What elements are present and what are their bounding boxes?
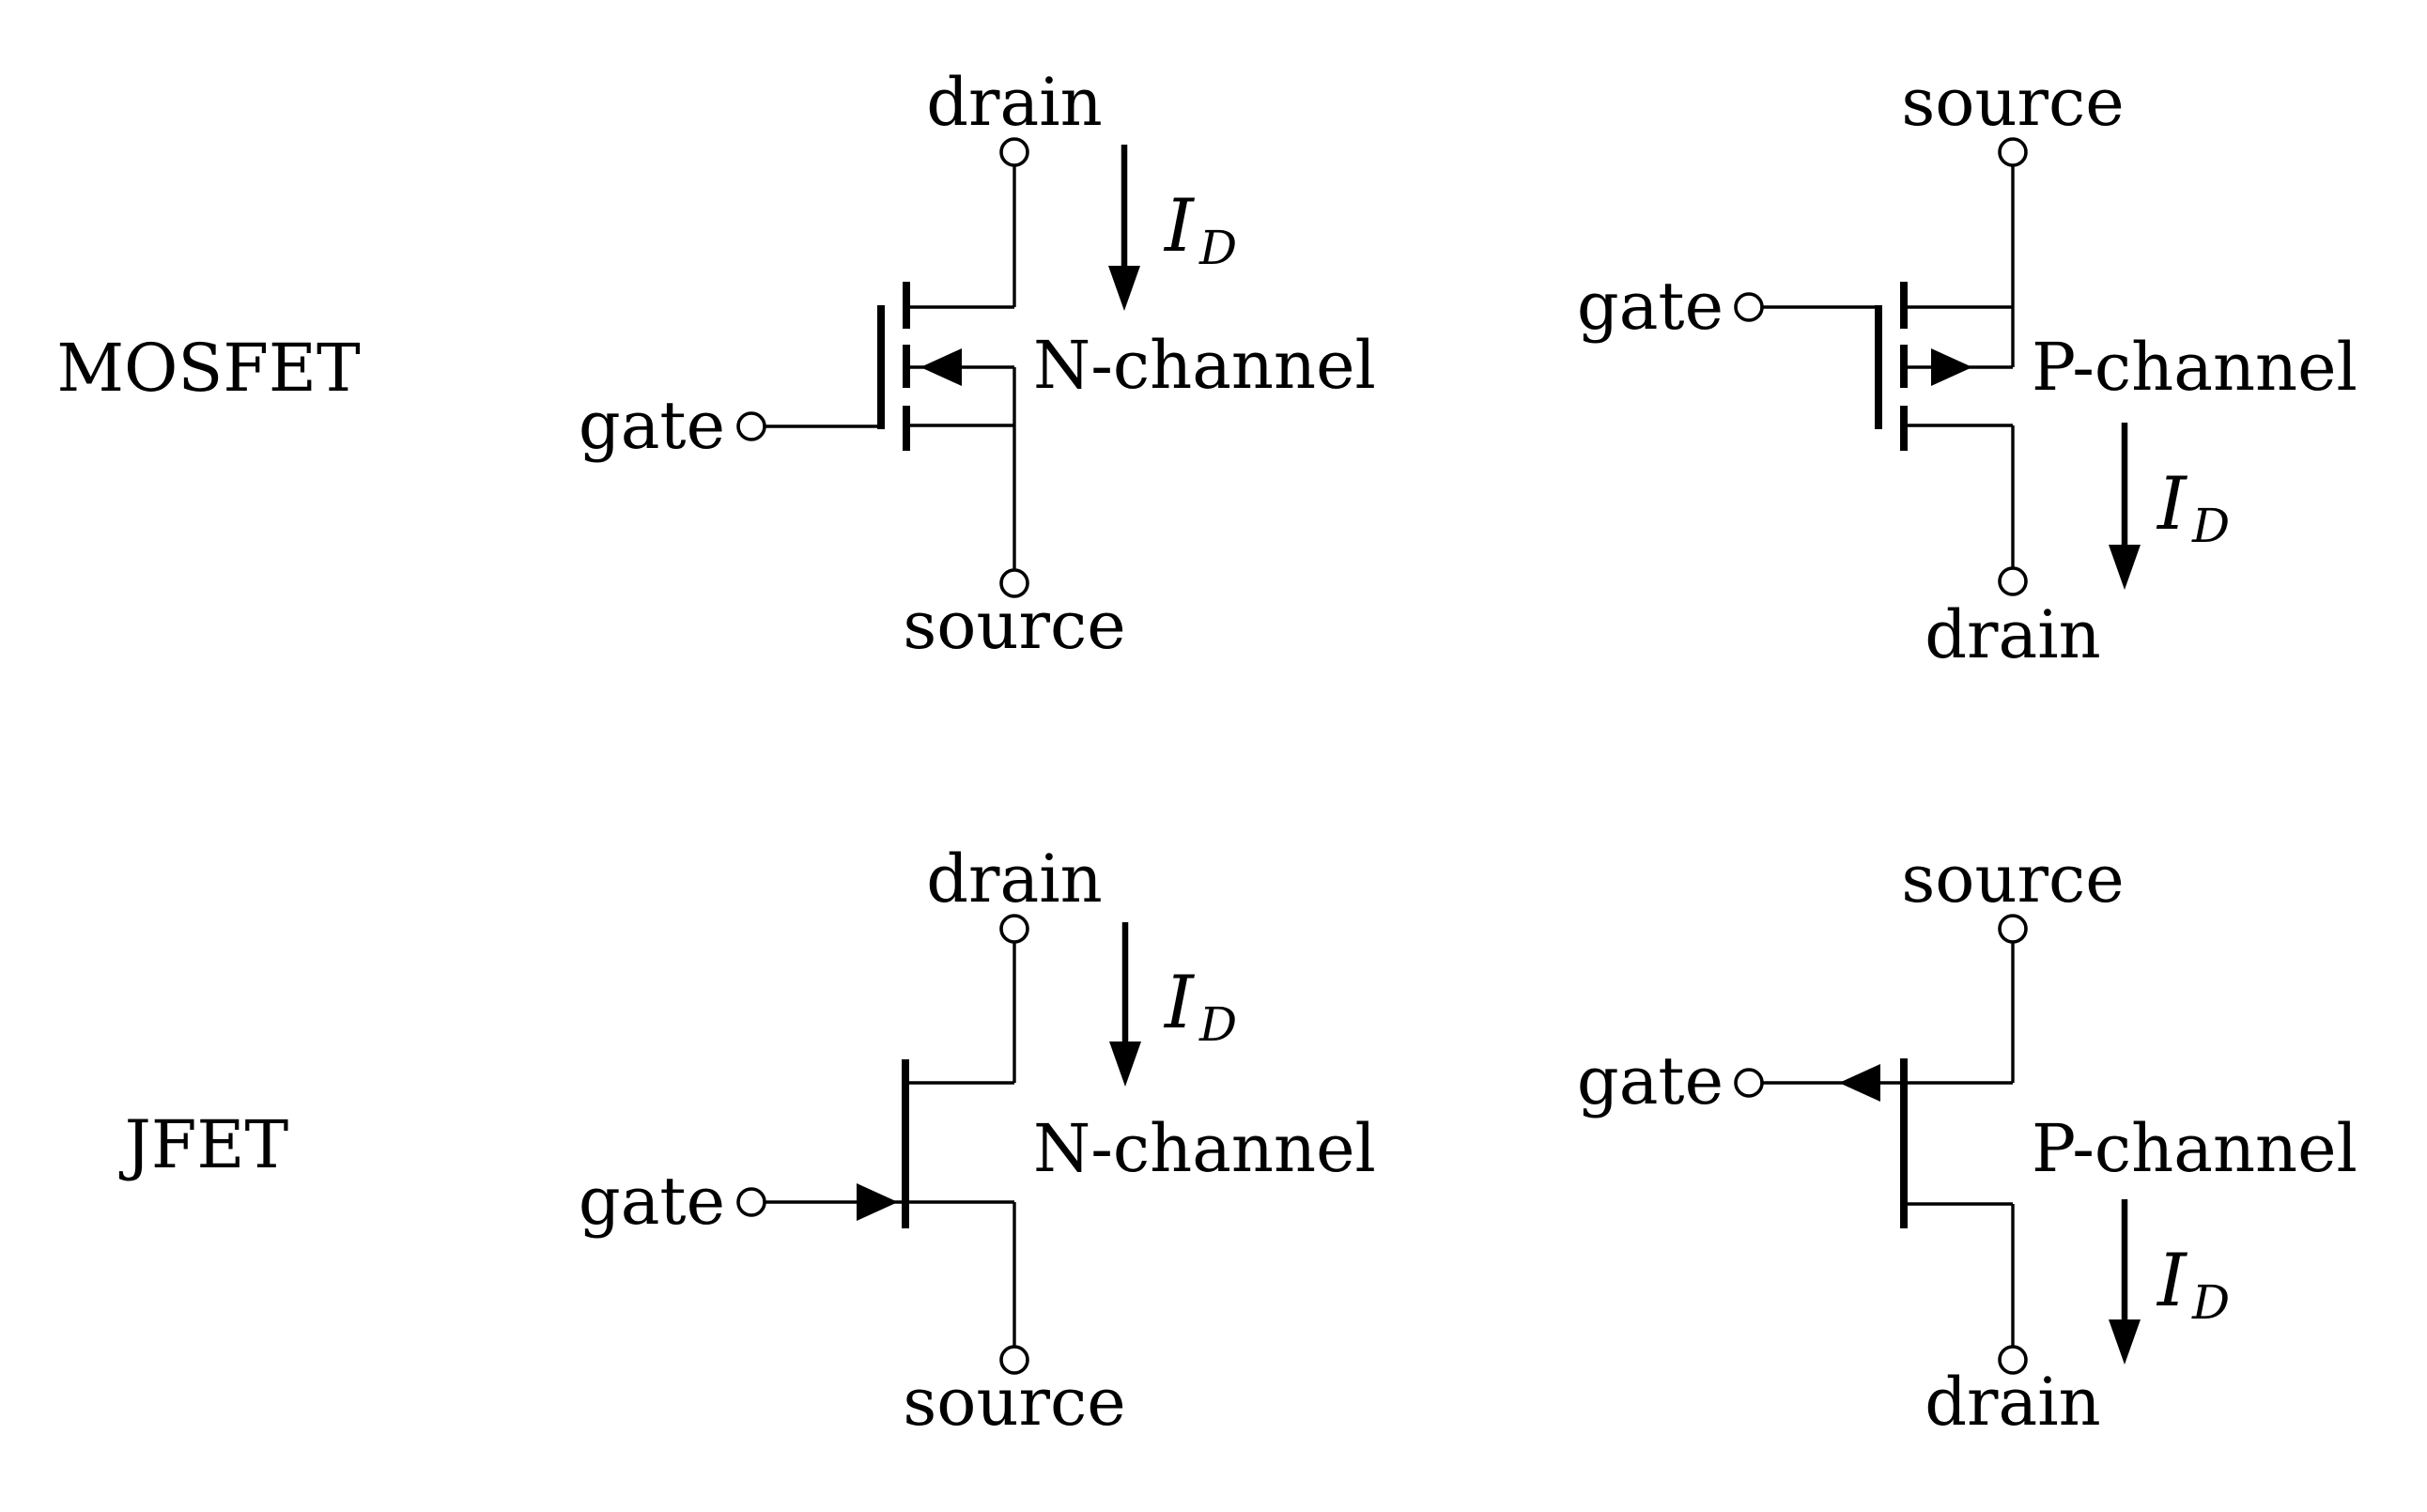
jfet-n-channel-label: N-channel bbox=[1033, 1110, 1376, 1187]
mosfet-p-symbol: source drain gate P-channel I D bbox=[1577, 64, 2357, 673]
jfet-n-drain-terminal bbox=[999, 914, 1029, 944]
jfet-n-gate-terminal bbox=[736, 1187, 766, 1217]
mosfet-p-bulk-arrow bbox=[1931, 348, 1972, 386]
mosfet-n-current-label-sub: D bbox=[1198, 221, 1237, 275]
mosfet-n-gate-terminal bbox=[736, 411, 766, 441]
jfet-p-gate-arrow bbox=[1839, 1064, 1880, 1102]
jfet-n-current-label-sub: D bbox=[1198, 997, 1237, 1052]
jfet-p-current-label-sub: D bbox=[2191, 1275, 2230, 1330]
jfet-n-current-arrow-head bbox=[1109, 1041, 1141, 1087]
mosfet-p-channel-label: P-channel bbox=[2032, 329, 2357, 406]
row-label-jfet: JFET bbox=[119, 1106, 288, 1183]
mosfet-n-source-label: source bbox=[903, 587, 1125, 664]
mosfet-p-current-label: I bbox=[2156, 462, 2188, 547]
mosfet-p-source-terminal bbox=[1998, 137, 2028, 167]
mosfet-p-current-arrow-head bbox=[2109, 545, 2141, 590]
mosfet-p-gate-terminal bbox=[1734, 292, 1764, 322]
mosfet-p-gate-label: gate bbox=[1577, 268, 1724, 345]
mosfet-n-symbol: drain source gate N-channel I D bbox=[579, 64, 1376, 664]
jfet-p-current-label: I bbox=[2156, 1239, 2188, 1323]
jfet-n-gate-arrow bbox=[857, 1183, 898, 1221]
jfet-p-drain-label: drain bbox=[1925, 1364, 2100, 1441]
mosfet-n-gate-label: gate bbox=[579, 387, 725, 464]
jfet-p-source-label: source bbox=[1901, 841, 2124, 918]
jfet-n-gate-label: gate bbox=[579, 1163, 725, 1240]
mosfet-p-current-label-sub: D bbox=[2191, 499, 2230, 553]
jfet-p-source-terminal bbox=[1998, 914, 2028, 944]
jfet-n-source-label: source bbox=[903, 1364, 1125, 1441]
jfet-p-drain-terminal bbox=[1998, 1345, 2028, 1375]
mosfet-p-source-label: source bbox=[1901, 64, 2124, 141]
mosfet-p-drain-terminal bbox=[1998, 566, 2028, 596]
jfet-p-channel-label: P-channel bbox=[2032, 1110, 2357, 1187]
mosfet-n-drain-terminal bbox=[999, 137, 1029, 167]
row-label-mosfet: MOSFET bbox=[56, 330, 360, 407]
mosfet-n-bulk-arrow bbox=[920, 348, 962, 386]
mosfet-n-source-terminal bbox=[999, 568, 1029, 598]
jfet-n-current-label: I bbox=[1163, 961, 1196, 1045]
jfet-p-symbol: source drain gate P-channel I D bbox=[1577, 841, 2357, 1441]
jfet-n-source-terminal bbox=[999, 1345, 1029, 1375]
jfet-p-gate-label: gate bbox=[1577, 1042, 1724, 1119]
mosfet-n-drain-label: drain bbox=[926, 64, 1102, 141]
jfet-n-symbol: drain source gate N-channel I D bbox=[579, 841, 1376, 1441]
jfet-p-current-arrow-head bbox=[2109, 1319, 2141, 1365]
mosfet-n-current-arrow-head bbox=[1108, 266, 1140, 311]
jfet-p-gate-terminal bbox=[1734, 1068, 1764, 1098]
mosfet-n-channel-label: N-channel bbox=[1033, 327, 1376, 404]
mosfet-n-current-label: I bbox=[1163, 184, 1196, 269]
jfet-n-drain-label: drain bbox=[926, 841, 1102, 918]
mosfet-p-drain-label: drain bbox=[1925, 596, 2100, 673]
